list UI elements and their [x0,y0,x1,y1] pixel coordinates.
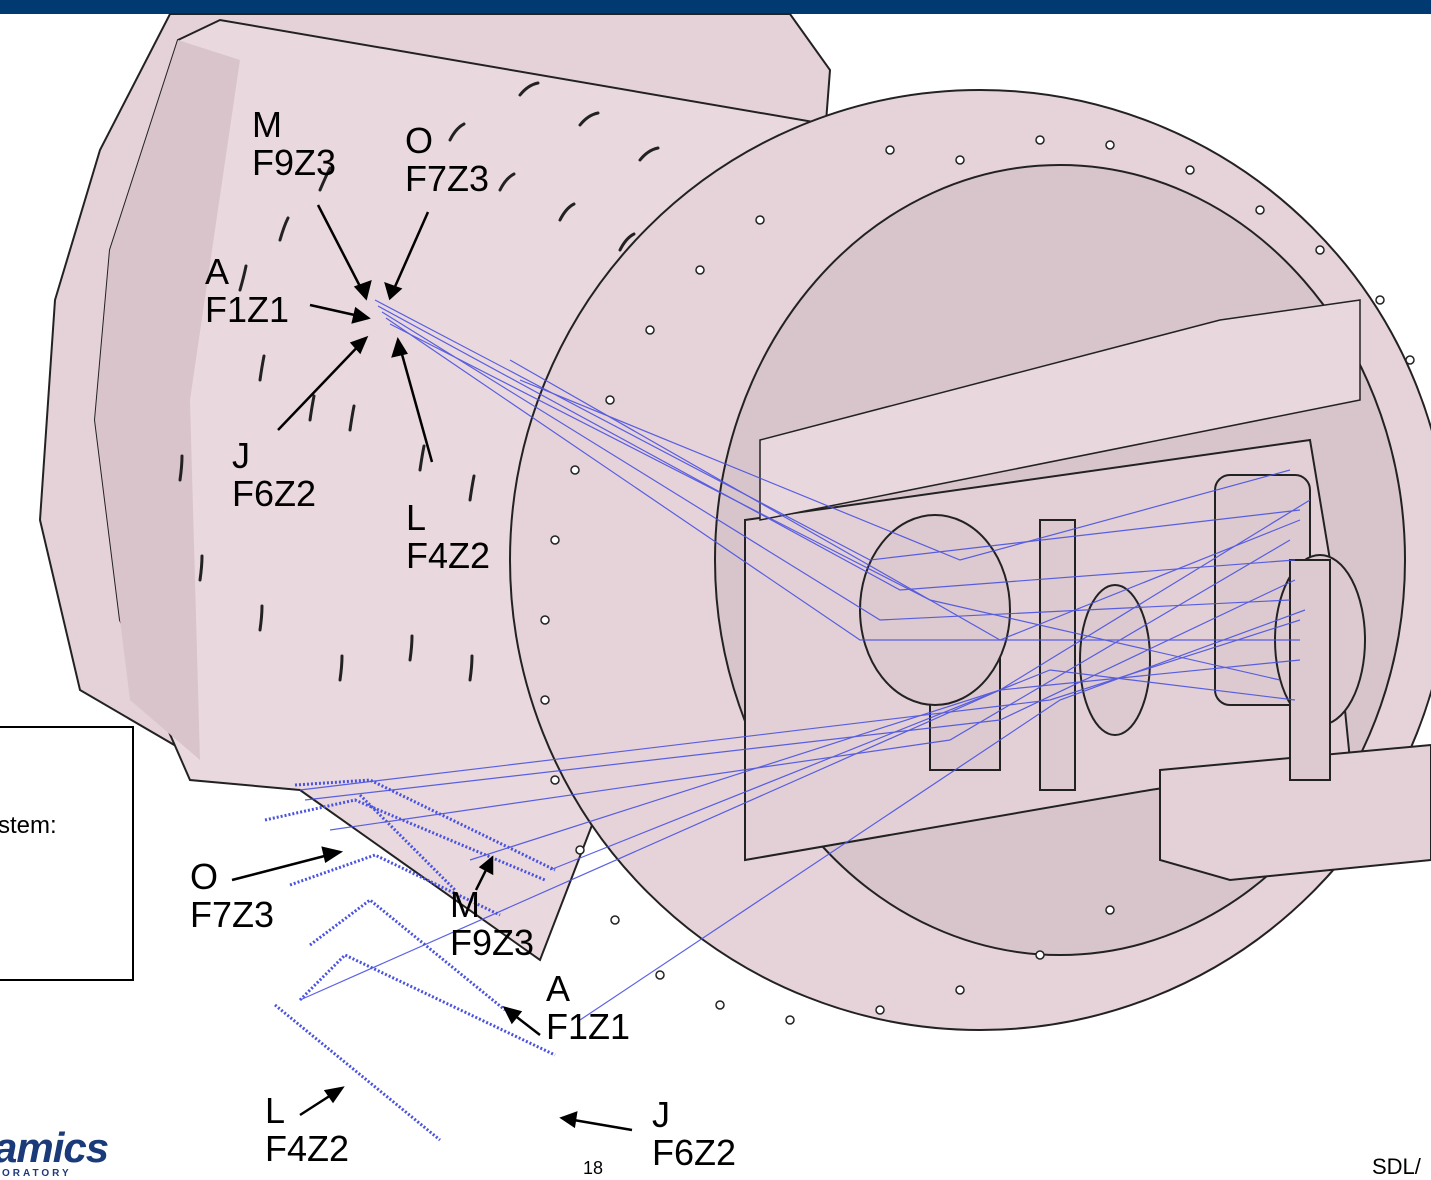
cylinder-shade [95,40,240,760]
label-o-top: O F7Z3 [405,120,490,199]
legend-text: ystem: [0,812,57,839]
label-a-top: A F1Z1 [205,251,290,330]
label-l-top: L F4Z2 [406,497,491,576]
mount-right [1289,559,1331,781]
logo-subtitle: ORATORY [2,1168,72,1179]
mirror-primary [859,514,1011,706]
surface-marks [178,81,660,682]
header-bar [0,0,1431,14]
ray-traces [299,299,1311,1021]
label-m-top: M F9Z3 [252,104,337,183]
base-box [1159,743,1431,882]
label-j-bottom: J F6Z2 [652,1094,737,1173]
legend-box [0,726,134,981]
annotation-arrows [231,204,633,1132]
label-o-bottom: O F7Z3 [190,856,275,935]
logo: amics [0,1124,109,1171]
upper-plate [759,299,1361,521]
label-l-bottom: L F4Z2 [265,1090,350,1169]
mirror-secondary [1079,584,1151,736]
page-number: 18 [583,1158,604,1178]
bolt-holes [540,135,1415,1025]
label-a-bottom: A F1Z1 [546,968,631,1047]
label-m-bottom: M F9Z3 [450,884,535,963]
focal-grids [264,778,556,1142]
footer-right-text: SDL/ [1372,1154,1421,1179]
label-j-top: J F6Z2 [232,435,317,514]
